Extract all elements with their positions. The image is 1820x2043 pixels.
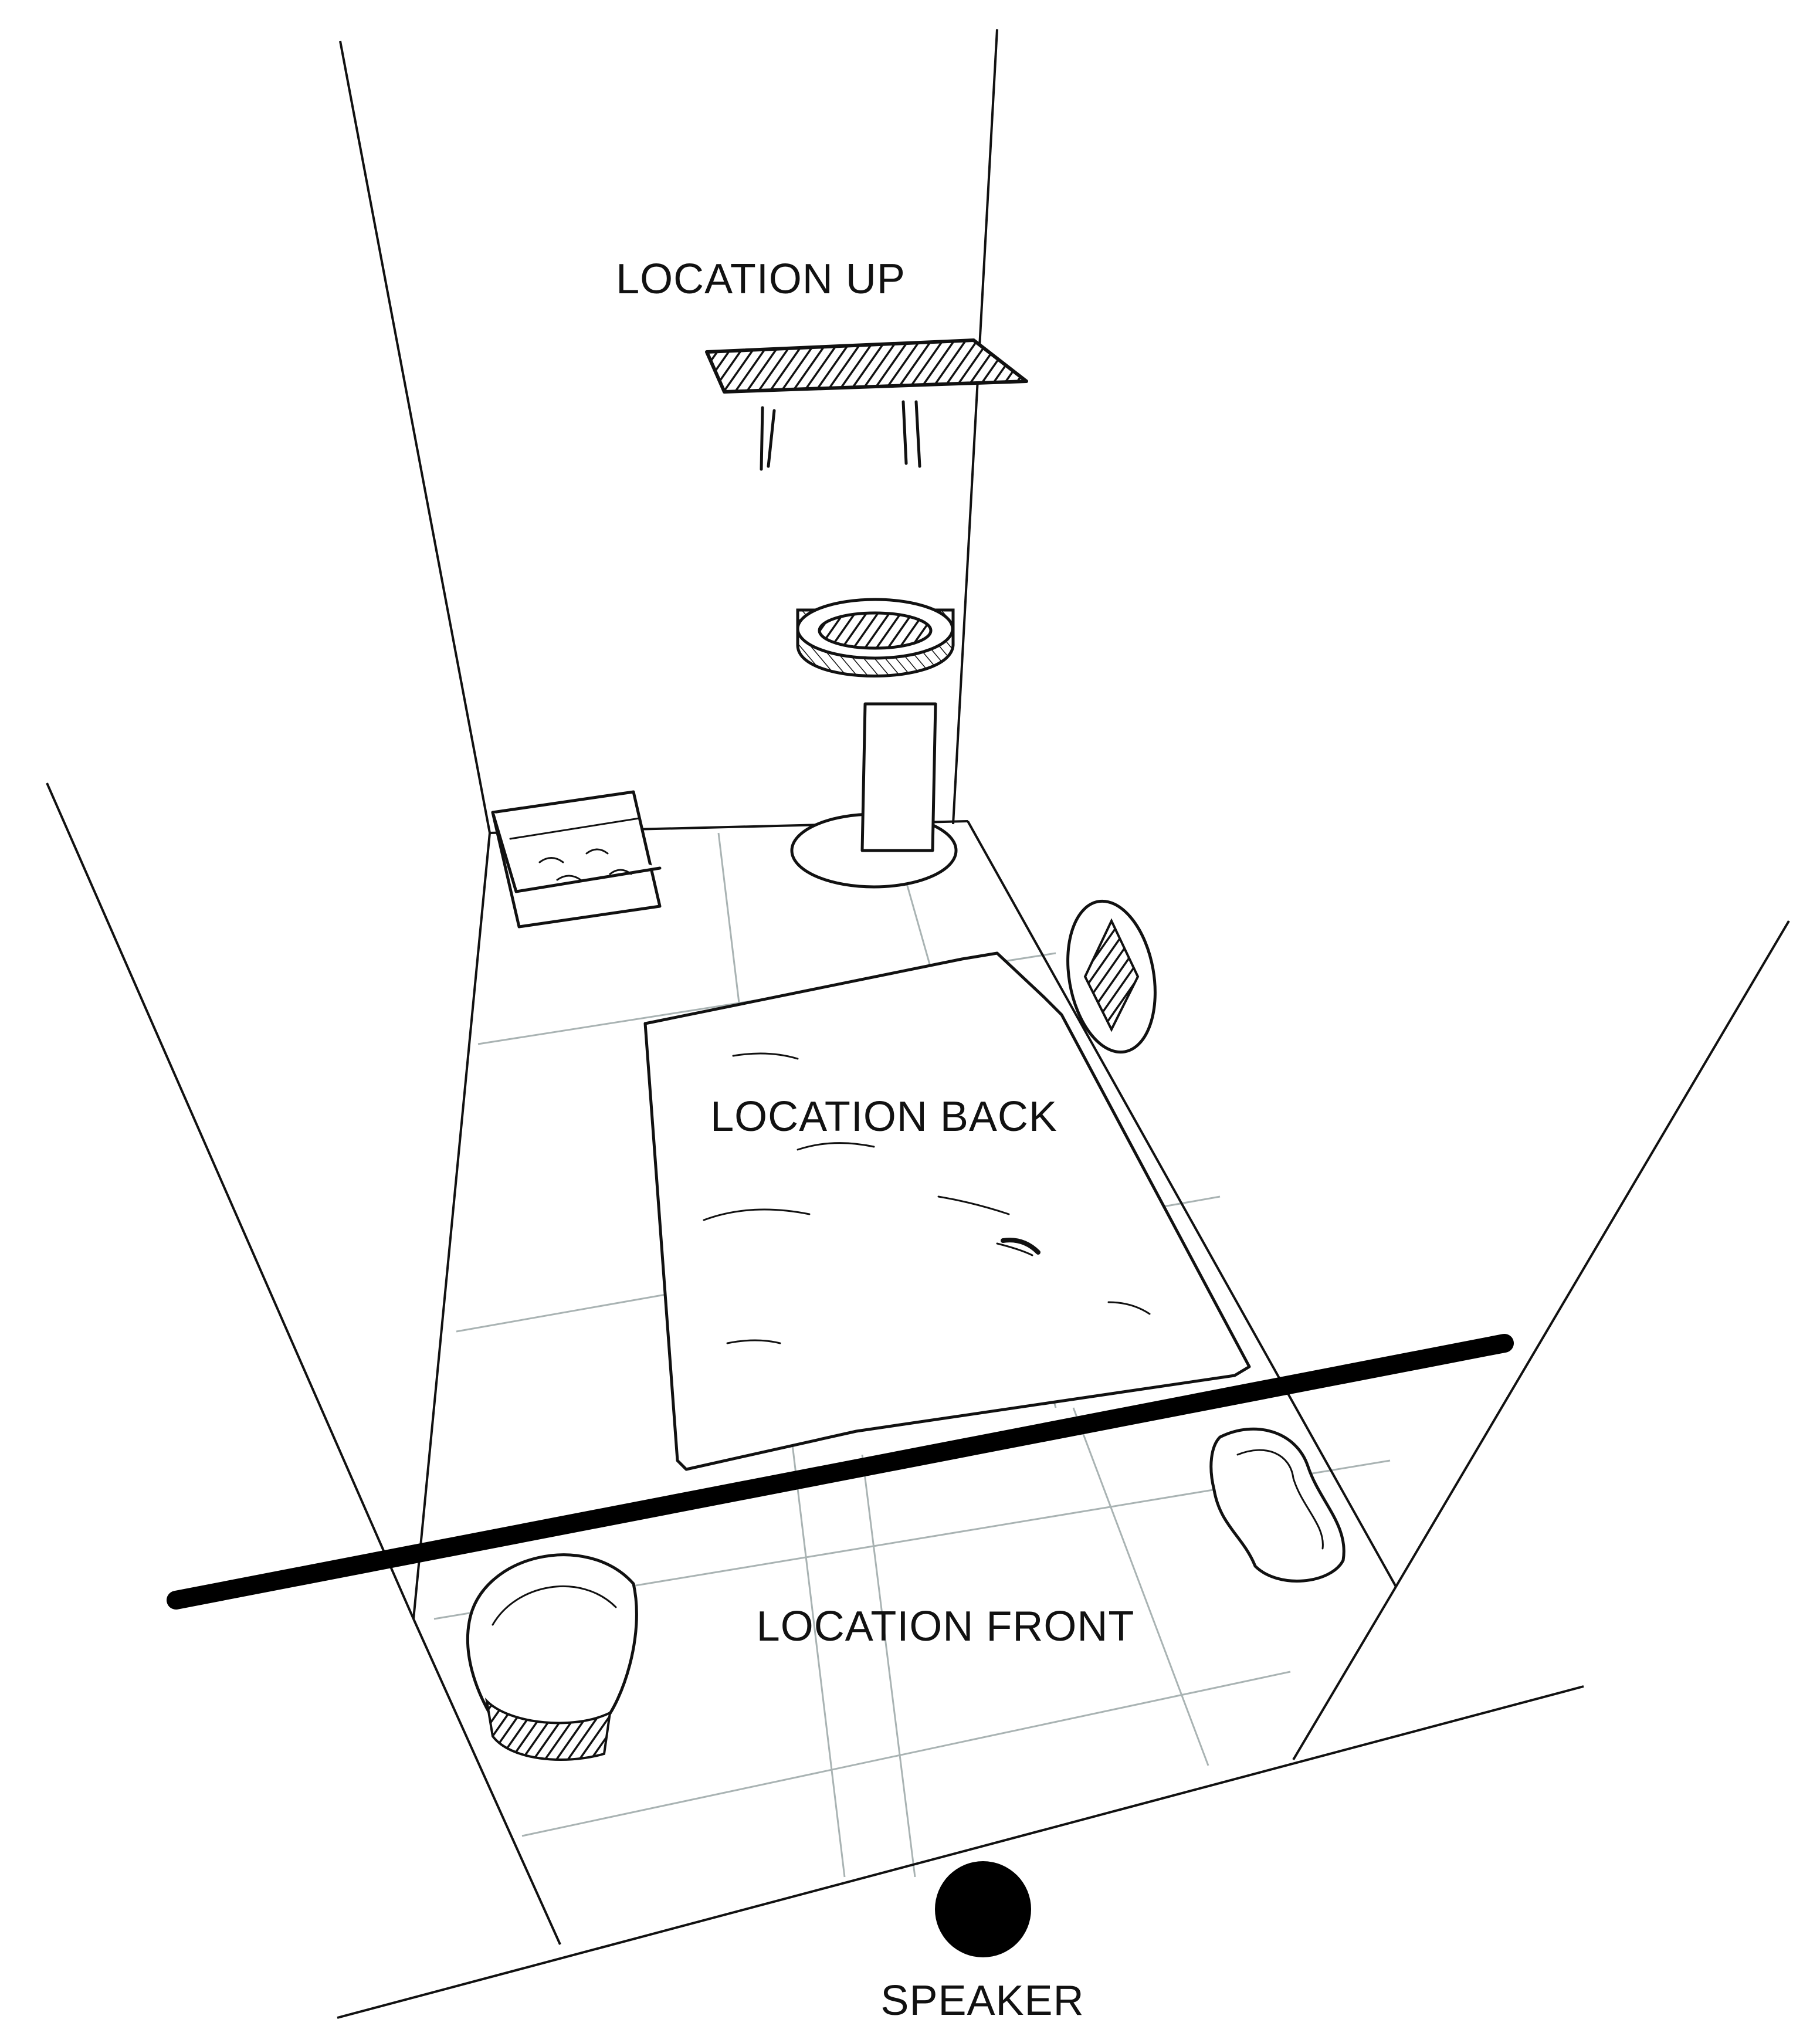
speaker (935, 1861, 1031, 1957)
label-location-up: LOCATION UP (616, 256, 906, 303)
label-location-back: LOCATION BACK (710, 1093, 1058, 1140)
label-speaker: SPEAKER (880, 1977, 1084, 2024)
blanket (643, 951, 1251, 1471)
cat-tree (790, 598, 958, 889)
barrier-line (167, 1334, 1514, 1610)
wall-shelf (705, 338, 1028, 471)
litter-box (491, 790, 662, 929)
foot-mat (1209, 1427, 1345, 1583)
cat-bed (466, 1553, 638, 1761)
label-location-front: LOCATION FRONT (756, 1603, 1135, 1650)
oval-bowl (1066, 899, 1157, 1054)
